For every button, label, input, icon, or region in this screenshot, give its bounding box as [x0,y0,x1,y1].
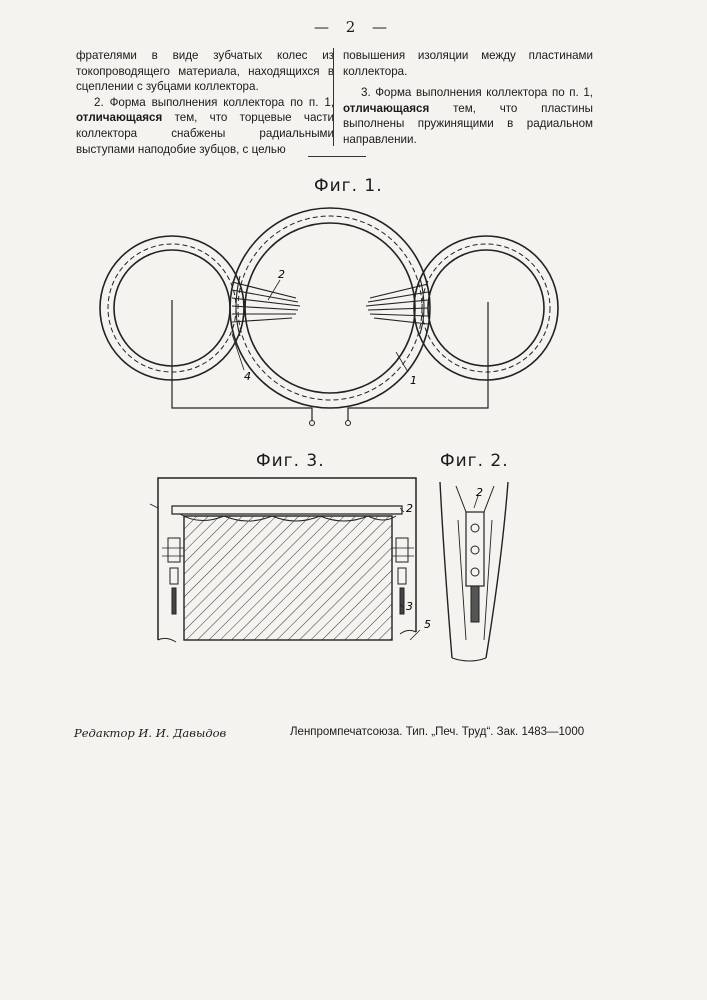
right-brush-contacts [366,278,428,334]
fig3-top-plate [172,506,402,514]
fig1-ref-1: 1 [410,374,417,387]
fig3-hatched-body [184,516,392,640]
fig1-ref-2: 2 [278,268,285,281]
right-ring-inner [428,250,544,366]
fig2-plate [466,512,484,586]
printer-imprint: Ленпромпечатсоюза. Тип. „Печ. Труд“. Зак… [290,726,584,738]
right-ring-dashed [422,244,550,372]
left-terminal [310,421,315,426]
right-terminal [346,421,351,426]
fig3-ref-2: 2 [406,502,413,515]
fig2-ref-2: 2 [476,486,483,499]
fig3-ref-3: 3 [406,600,413,613]
right-ring-outer [414,236,558,380]
fig1-ref-4: 4 [244,370,251,383]
fig2-drawing [440,482,508,661]
fig3-ref-5: 5 [424,618,431,631]
fig1-drawing [100,208,558,426]
editor-credit: Редактор И. И. Давыдов [74,726,226,740]
fig3-drawing [150,478,420,642]
right-lead [348,302,488,420]
